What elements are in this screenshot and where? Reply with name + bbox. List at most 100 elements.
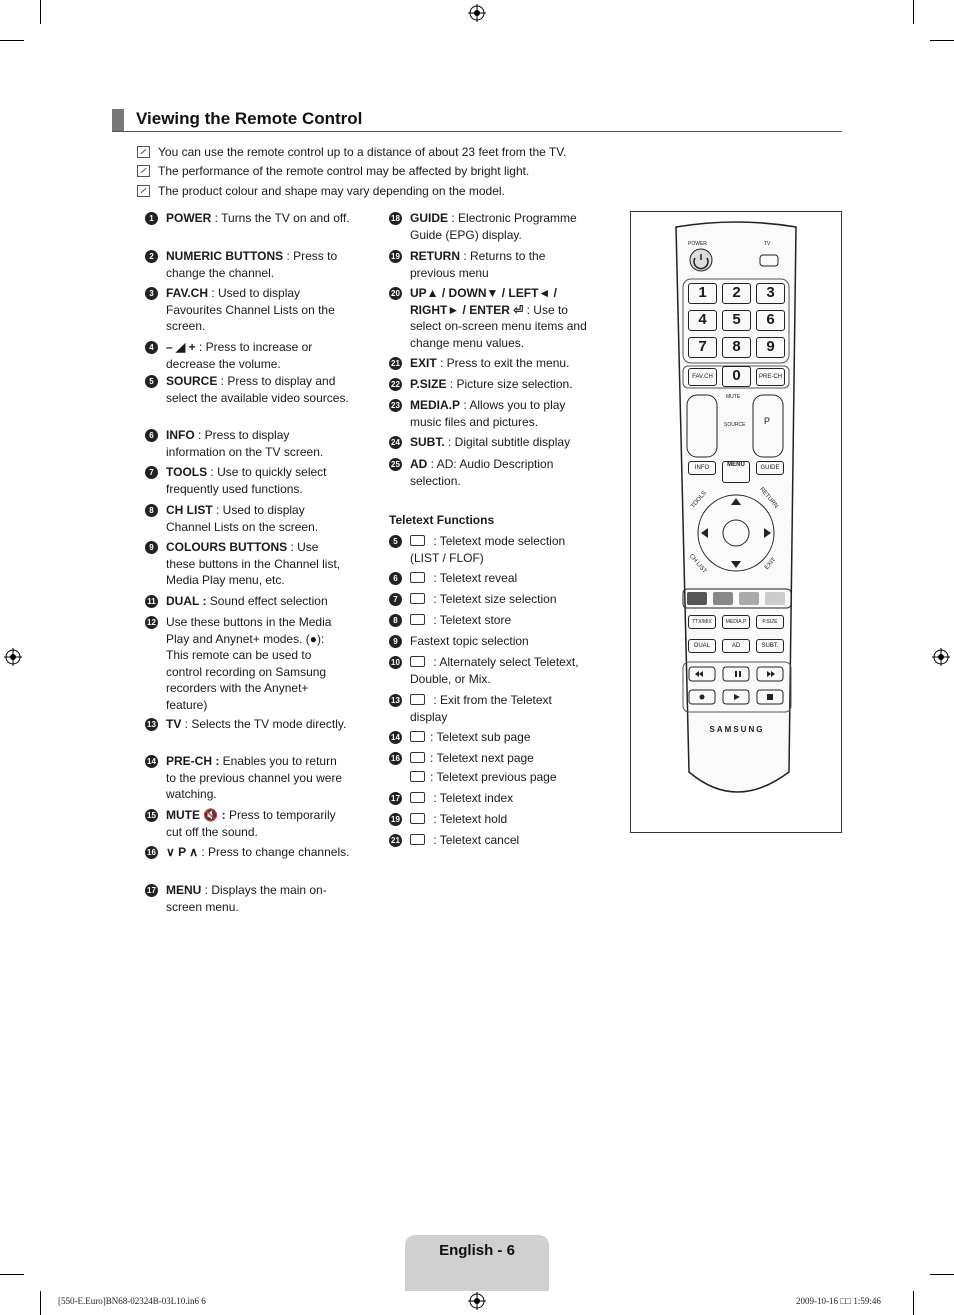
tools-button[interactable]: TOOLS	[690, 490, 708, 510]
crop-mark	[40, 1291, 41, 1315]
item-description: : Press to exit the menu.	[436, 356, 570, 370]
remote-tv-label: TV	[764, 241, 771, 247]
item-number-badge: 16	[389, 752, 402, 765]
digit-3-button[interactable]: 3	[756, 283, 785, 304]
digit-2-button[interactable]: 2	[722, 283, 751, 304]
item-text: ∨ P ∧ : Press to change channels.	[166, 844, 350, 861]
item-description: Fastext topic selection	[410, 634, 529, 648]
page-number: English - 6	[439, 1242, 515, 1259]
digit-6-button[interactable]: 6	[756, 310, 785, 331]
info-button[interactable]: INFO	[688, 461, 716, 475]
digit-1-button[interactable]: 1	[688, 283, 717, 304]
exit-button[interactable]: EXIT	[764, 556, 778, 572]
item-description: : Digital subtitle display	[444, 435, 571, 449]
page-number-tab: English - 6	[405, 1235, 549, 1291]
teletext-key-icon	[410, 656, 425, 667]
item-description: Enables you to return to the previous ch…	[166, 754, 343, 802]
item-text: Use these buttons in the Media Play and …	[166, 614, 350, 714]
item-label: MUTE 🔇 :	[166, 808, 226, 822]
item-number-badge: 2	[145, 250, 158, 263]
teletext-key-icon	[410, 792, 425, 803]
crop-mark	[913, 0, 914, 24]
item-number-badge: 7	[389, 593, 402, 606]
item-label: MEDIA.P	[410, 398, 461, 412]
digit-5-button[interactable]: 5	[722, 310, 751, 331]
note-icon	[137, 165, 150, 177]
psize-button[interactable]: P.SIZE	[756, 615, 784, 629]
item-number-badge: 23	[389, 399, 402, 412]
item-label: TOOLS	[166, 465, 208, 479]
item-number-badge: 22	[389, 378, 402, 391]
item-number-badge: 16	[145, 846, 158, 859]
item-description: : Use to select on-screen menu items and…	[410, 302, 587, 350]
item-description: : Displays the main on-screen menu.	[166, 883, 327, 914]
digit-0-button[interactable]: 0	[722, 366, 751, 387]
item-text: SOURCE : Press to display and select the…	[166, 373, 350, 406]
menu-button[interactable]: MENU	[722, 461, 750, 483]
crop-mark	[930, 40, 954, 41]
digit-8-button[interactable]: 8	[722, 337, 751, 358]
crop-mark	[0, 40, 24, 41]
item-number-badge: 17	[389, 792, 402, 805]
item-number-badge: 1	[145, 212, 158, 225]
digit-9-button[interactable]: 9	[756, 337, 785, 358]
remote-power-label: POWER	[688, 241, 707, 247]
item-label: POWER	[166, 211, 212, 225]
item-text: GUIDE : Electronic Programme Guide (EPG)…	[410, 210, 589, 243]
item-text: P.SIZE : Picture size selection.	[410, 376, 589, 393]
item-description: Sound effect selection	[206, 594, 328, 608]
teletext-key-icon	[410, 572, 425, 583]
ad-button[interactable]: AD	[722, 639, 750, 653]
note-icon	[137, 146, 150, 158]
item-label: CH LIST	[166, 503, 213, 517]
registration-mark-icon	[4, 648, 22, 666]
item-description: : Used to display Channel Lists on the s…	[166, 503, 319, 534]
mediap-button[interactable]: MEDIA.P	[722, 615, 750, 629]
dual-button[interactable]: DUAL	[688, 639, 716, 653]
item-description: : Teletext store	[430, 613, 512, 627]
registration-mark-icon	[468, 1292, 486, 1310]
guide-button[interactable]: GUIDE	[756, 461, 784, 475]
item-number-badge: 6	[389, 572, 402, 585]
item-description: : Alternately select Teletext, Double, o…	[410, 655, 579, 686]
return-button[interactable]: RETURN	[758, 486, 779, 510]
item-text: TV : Selects the TV mode directly.	[166, 716, 350, 733]
prech-button[interactable]: PRE-CH	[756, 368, 785, 386]
favch-button[interactable]: FAV.CH	[688, 368, 717, 386]
item-number-badge: 13	[145, 718, 158, 731]
item-text: : Teletext index	[410, 790, 589, 807]
item-number-badge: 7	[145, 466, 158, 479]
item-description: : Use to quickly select frequently used …	[166, 465, 327, 496]
item-text: COLOURS BUTTONS : Use these buttons in t…	[166, 539, 350, 589]
item-text: CH LIST : Used to display Channel Lists …	[166, 502, 350, 535]
item-text: PRE-CH : Enables you to return to the pr…	[166, 753, 350, 803]
item-description: : Used to display Favourites Channel Lis…	[166, 286, 335, 334]
item-description: : Press to display information on the TV…	[166, 428, 324, 459]
note-text: You can use the remote control up to a d…	[158, 145, 567, 159]
teletext-key-icon	[410, 834, 425, 845]
teletext-heading: Teletext Functions	[389, 513, 495, 527]
subt-button[interactable]: SUBT.	[756, 639, 784, 653]
ttx-mix-button[interactable]: TTX/MIX	[688, 615, 716, 629]
item-text: : Exit from the Teletext display	[410, 692, 589, 725]
item-label: DUAL :	[166, 594, 207, 608]
item-description: : Teletext size selection	[430, 592, 557, 606]
digit-7-button[interactable]: 7	[688, 337, 717, 358]
item-description: Press to temporarily cut off the sound.	[166, 808, 336, 839]
item-text: MUTE 🔇 : Press to temporarily cut off th…	[166, 807, 350, 840]
footer-file: [550-E.Euro]BN68-02324B-03L10.in6 6	[58, 1296, 206, 1306]
teletext-key-icon	[410, 752, 425, 763]
chlist-button[interactable]: CH LIST	[687, 553, 708, 575]
item-description: : Press to change the channel.	[166, 249, 338, 280]
item-description: : Teletext reveal	[430, 571, 518, 585]
digit-4-button[interactable]: 4	[688, 310, 717, 331]
item-label: AD	[410, 457, 428, 471]
item-text: – ◢ + : Press to increase or decrease th…	[166, 339, 350, 372]
item-number-badge: 3	[145, 287, 158, 300]
header-rule	[112, 131, 842, 132]
item-description: : Allows you to play music files and pic…	[410, 398, 566, 429]
item-label: ∨ P ∧	[166, 845, 199, 859]
note-text: The product colour and shape may vary de…	[158, 184, 505, 198]
crop-mark	[0, 1274, 24, 1275]
item-label: FAV.CH	[166, 286, 209, 300]
